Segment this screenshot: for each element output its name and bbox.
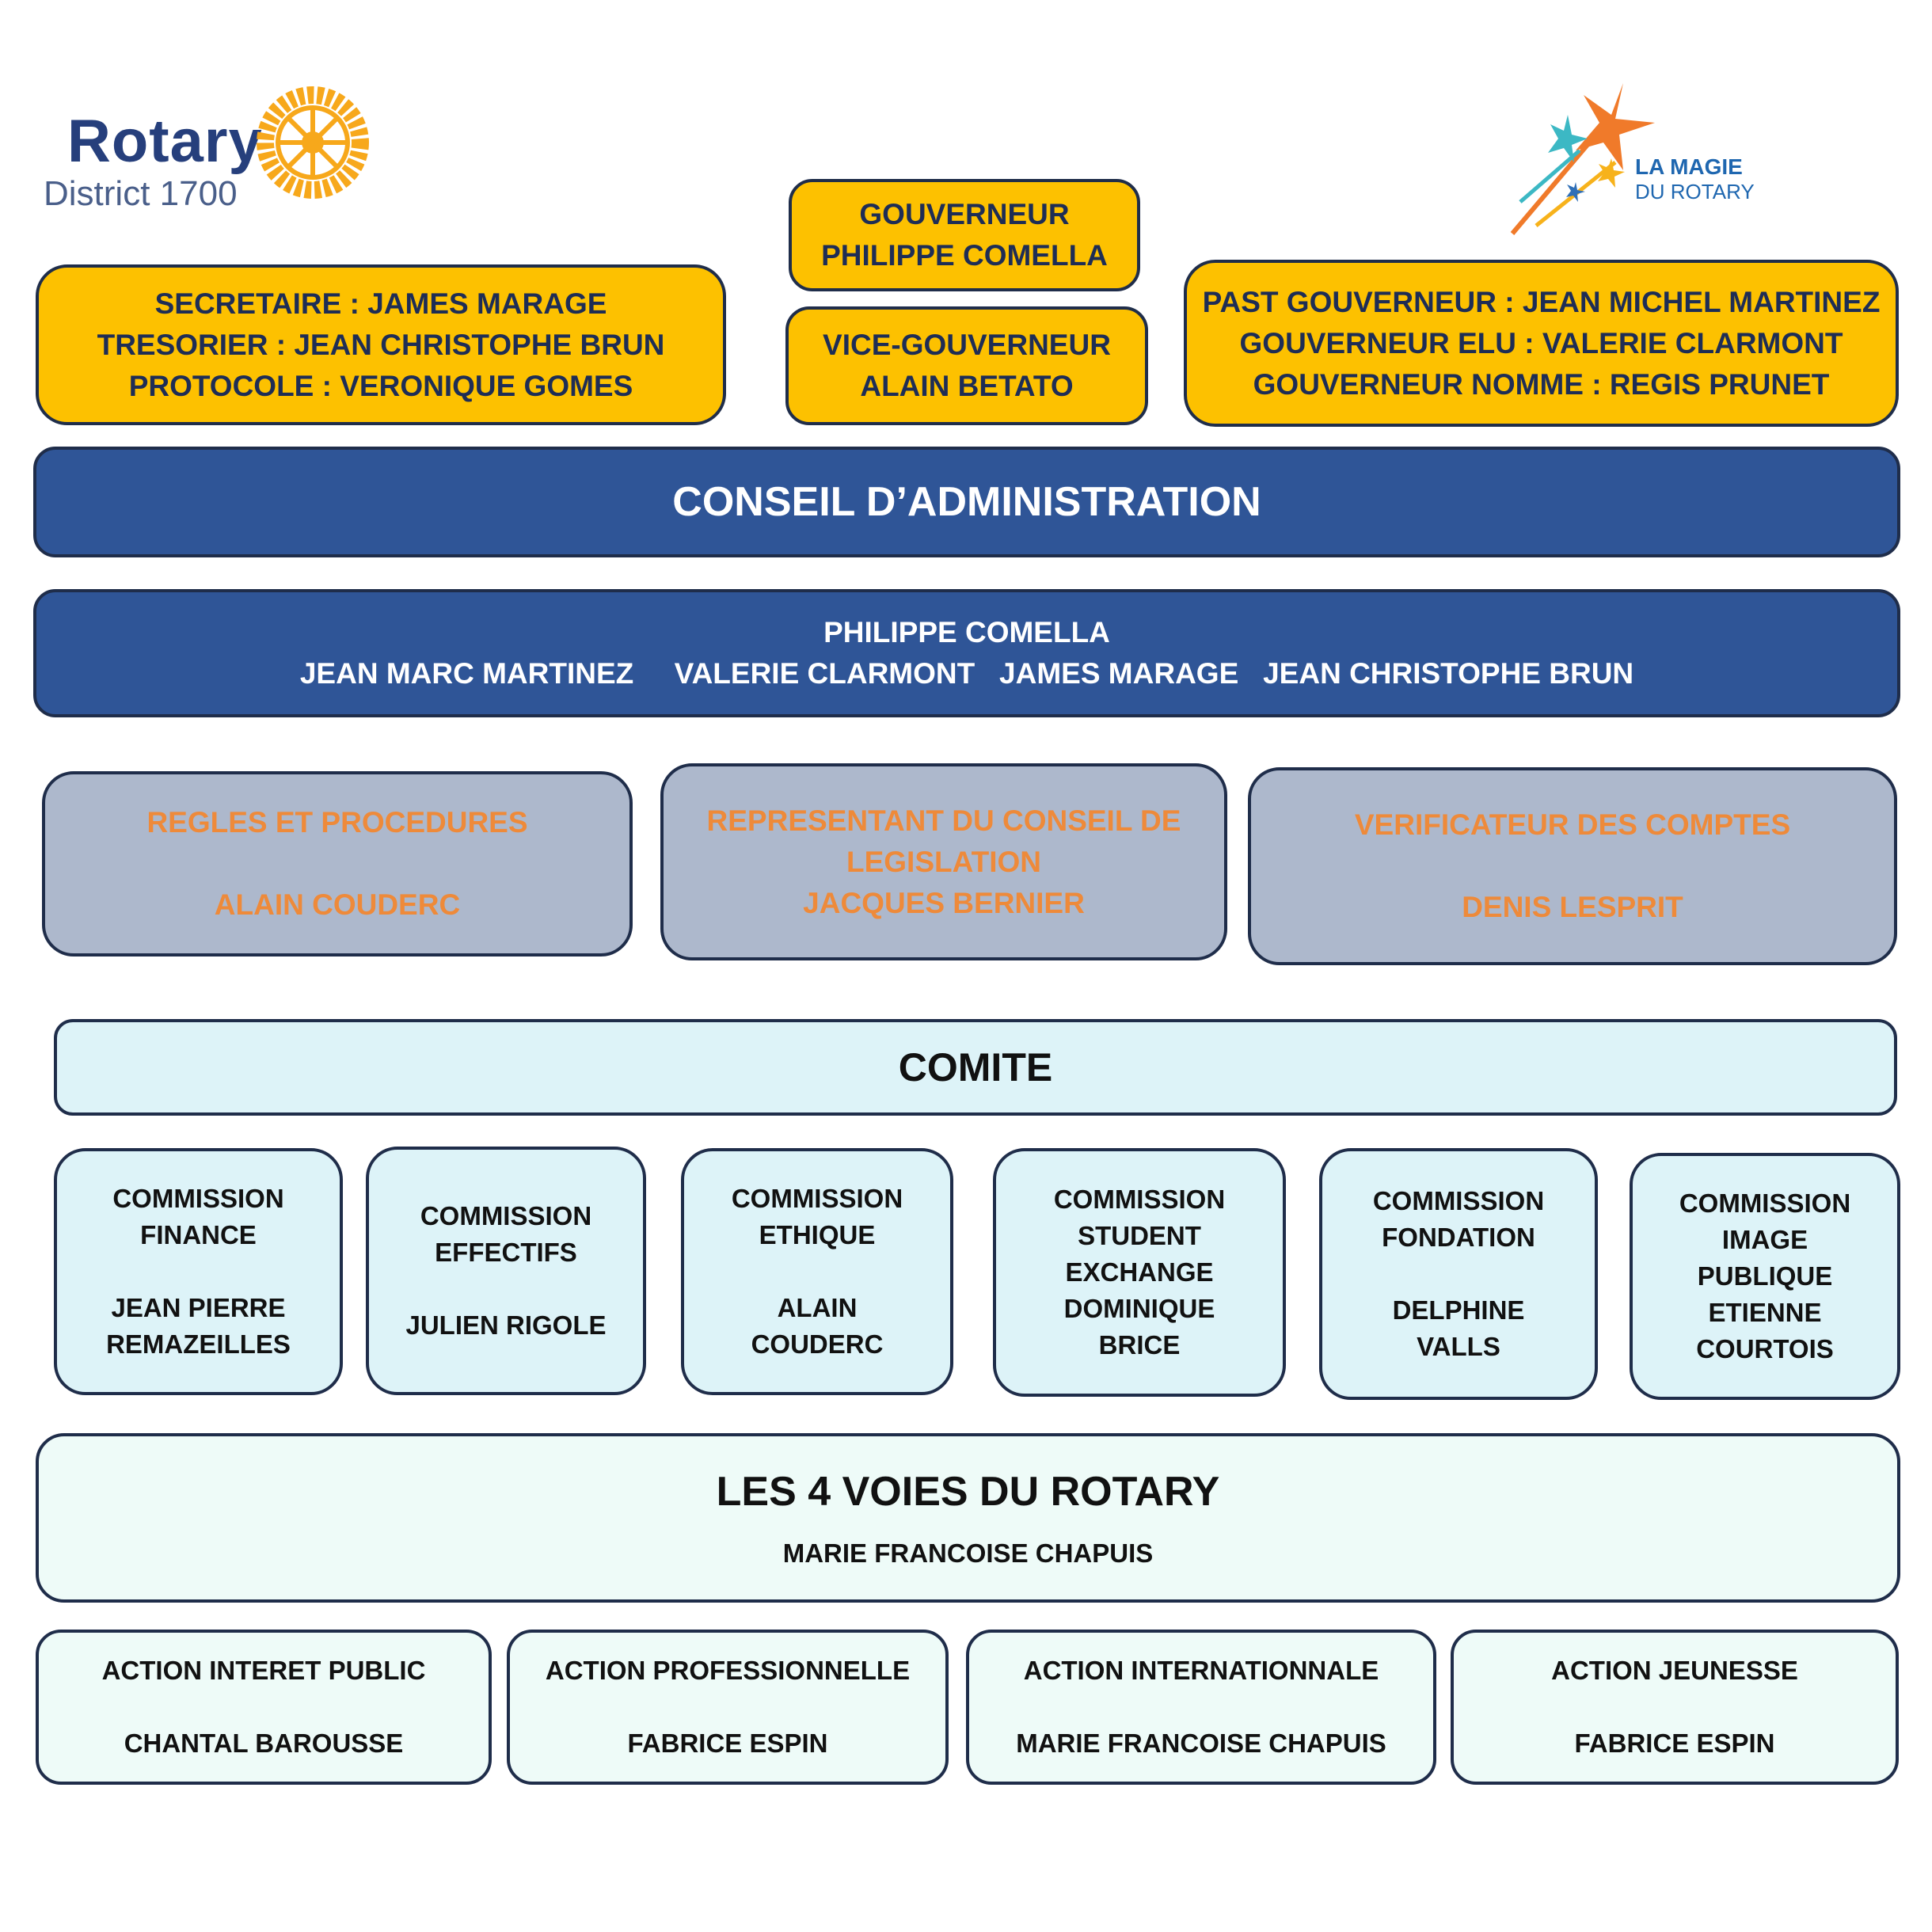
governor-box: GOUVERNEUR PHILIPPE COMELLA (789, 179, 1140, 291)
commission-ethique-n2: COUDERC (751, 1329, 884, 1359)
commission-student-n2: BRICE (1098, 1330, 1181, 1360)
action-interet-public-name: CHANTAL BAROUSSE (124, 1729, 404, 1758)
commission-student-exchange-box: COMMISSION STUDENT EXCHANGE DOMINIQUE BR… (993, 1148, 1286, 1397)
four-ways-box: LES 4 VOIES DU ROTARY MARIE FRANCOISE CH… (36, 1433, 1900, 1603)
commission-student-l2: STUDENT (1078, 1221, 1201, 1250)
commission-image-l3: PUBLIQUE (1697, 1261, 1833, 1291)
commission-effectifs-l1: COMMISSION (420, 1201, 592, 1230)
commission-fondation-l2: FONDATION (1382, 1223, 1535, 1252)
commission-fondation-n1: DELPHINE (1392, 1295, 1525, 1325)
four-ways-title: LES 4 VOIES DU ROTARY (716, 1469, 1220, 1515)
rotary-logo-district: District 1700 (44, 174, 238, 213)
commission-finance-l2: FINANCE (140, 1220, 257, 1249)
commission-student-n1: DOMINIQUE (1063, 1294, 1215, 1323)
auditor-name: DENIS LESPRIT (1462, 891, 1683, 923)
action-professionnelle-title: ACTION PROFESSIONNELLE (545, 1656, 911, 1685)
action-professionnelle-box: ACTION PROFESSIONNELLE FABRICE ESPIN (507, 1630, 949, 1785)
action-internationnale-title: ACTION INTERNATIONNALE (1023, 1656, 1379, 1685)
past-governors-box: PAST GOUVERNEUR : JEAN MICHEL MARTINEZ G… (1184, 260, 1899, 427)
action-professionnelle-name: FABRICE ESPIN (627, 1729, 828, 1758)
governor-name: PHILIPPE COMELLA (821, 239, 1108, 272)
board-members-line2: JEAN MARC MARTINEZ VALERIE CLARMONT JAME… (299, 657, 1634, 690)
commission-image-publique-box: COMMISSION IMAGE PUBLIQUE ETIENNE COURTO… (1630, 1153, 1900, 1400)
action-internationnale-box: ACTION INTERNATIONNALE MARIE FRANCOISE C… (966, 1630, 1436, 1785)
treasurer-label: TRESORIER : JEAN CHRISTOPHE BRUN (97, 328, 665, 361)
governor-title: GOUVERNEUR (859, 198, 1070, 230)
commission-ethique-l2: ETHIQUE (759, 1220, 876, 1249)
committee-title: COMITE (898, 1045, 1053, 1090)
commission-image-n1: ETIENNE (1708, 1298, 1822, 1327)
commission-fondation-n2: VALLS (1417, 1332, 1500, 1361)
action-interet-public-box: ACTION INTERET PUBLIC CHANTAL BAROUSSE (36, 1630, 492, 1785)
rules-procedures-box: REGLES ET PROCEDURES ALAIN COUDERC (42, 771, 633, 956)
commission-finance-n2: REMAZEILLES (106, 1329, 291, 1359)
commission-ethique-l1: COMMISSION (731, 1184, 903, 1213)
rules-procedures-name: ALAIN COUDERC (214, 888, 461, 921)
commission-finance-n1: JEAN PIERRE (111, 1293, 286, 1322)
magie-logo-line2: DU ROTARY (1635, 180, 1755, 203)
elected-governor-label: GOUVERNEUR ELU : VALERIE CLARMONT (1239, 326, 1843, 359)
rotary-logo-wordmark: Rotary (67, 108, 263, 175)
vice-governor-title: VICE-GOUVERNEUR (823, 329, 1111, 361)
stars-icon (1510, 83, 1655, 235)
magie-logo: LA MAGIE DU ROTARY (1504, 75, 1774, 242)
auditor-title: VERIFICATEUR DES COMPTES (1354, 808, 1791, 841)
four-ways-name: MARIE FRANCOISE CHAPUIS (782, 1538, 1154, 1568)
legislation-title-line2: LEGISLATION (846, 845, 1041, 878)
past-governor-label: PAST GOUVERNEUR : JEAN MICHEL MARTINEZ (1202, 285, 1881, 318)
legislation-representative-name: JACQUES BERNIER (803, 886, 1085, 919)
commission-student-l3: EXCHANGE (1065, 1257, 1214, 1287)
board-members-line1: PHILIPPE COMELLA (823, 616, 1110, 648)
commission-effectifs-l2: EFFECTIFS (435, 1238, 577, 1267)
protocol-label: PROTOCOLE : VERONIQUE GOMES (128, 369, 633, 402)
legislation-title-line1: REPRESENTANT DU CONSEIL DE (706, 804, 1181, 837)
commission-ethique-n1: ALAIN (777, 1293, 858, 1322)
vice-governor-box: VICE-GOUVERNEUR ALAIN BETATO (785, 306, 1148, 425)
rotary-wheel-icon (257, 86, 369, 199)
commission-fondation-box: COMMISSION FONDATION DELPHINE VALLS (1319, 1148, 1598, 1400)
rotary-logo: Rotary District 1700 (40, 83, 388, 226)
action-jeunesse-title: ACTION JEUNESSE (1551, 1656, 1798, 1685)
commission-effectifs-box: COMMISSION EFFECTIFS JULIEN RIGOLE (366, 1147, 646, 1395)
commission-image-l2: IMAGE (1721, 1225, 1808, 1254)
commission-ethique-box: COMMISSION ETHIQUE ALAIN COUDERC (681, 1148, 953, 1395)
secretary-label: SECRETAIRE : JAMES MARAGE (154, 287, 607, 320)
auditor-box: VERIFICATEUR DES COMPTES DENIS LESPRIT (1248, 767, 1897, 965)
legislation-representative-box: REPRESENTANT DU CONSEIL DE LEGISLATION J… (660, 763, 1227, 960)
rules-procedures-title: REGLES ET PROCEDURES (146, 806, 528, 839)
board-members-box: PHILIPPE COMELLA JEAN MARC MARTINEZ VALE… (33, 589, 1900, 717)
board-title-box: CONSEIL D’ADMINISTRATION (33, 447, 1900, 557)
commission-finance-l1: COMMISSION (112, 1184, 284, 1213)
action-jeunesse-box: ACTION JEUNESSE FABRICE ESPIN (1451, 1630, 1899, 1785)
action-internationnale-name: MARIE FRANCOISE CHAPUIS (1016, 1729, 1386, 1758)
commission-image-l1: COMMISSION (1679, 1188, 1851, 1218)
action-interet-public-title: ACTION INTERET PUBLIC (101, 1656, 426, 1685)
magie-logo-line1: LA MAGIE (1635, 154, 1743, 179)
commission-image-n2: COURTOIS (1696, 1334, 1834, 1363)
commission-student-l1: COMMISSION (1053, 1185, 1226, 1214)
commission-effectifs-n1: JULIEN RIGOLE (405, 1310, 607, 1340)
committee-title-box: COMITE (54, 1019, 1897, 1116)
nominated-governor-label: GOUVERNEUR NOMME : REGIS PRUNET (1253, 367, 1830, 401)
board-title: CONSEIL D’ADMINISTRATION (672, 479, 1261, 525)
vice-governor-name: ALAIN BETATO (860, 370, 1074, 402)
officers-box: SECRETAIRE : JAMES MARAGE TRESORIER : JE… (36, 264, 726, 425)
action-jeunesse-name: FABRICE ESPIN (1574, 1729, 1775, 1758)
commission-fondation-l1: COMMISSION (1372, 1186, 1545, 1215)
commission-finance-box: COMMISSION FINANCE JEAN PIERRE REMAZEILL… (54, 1148, 343, 1395)
